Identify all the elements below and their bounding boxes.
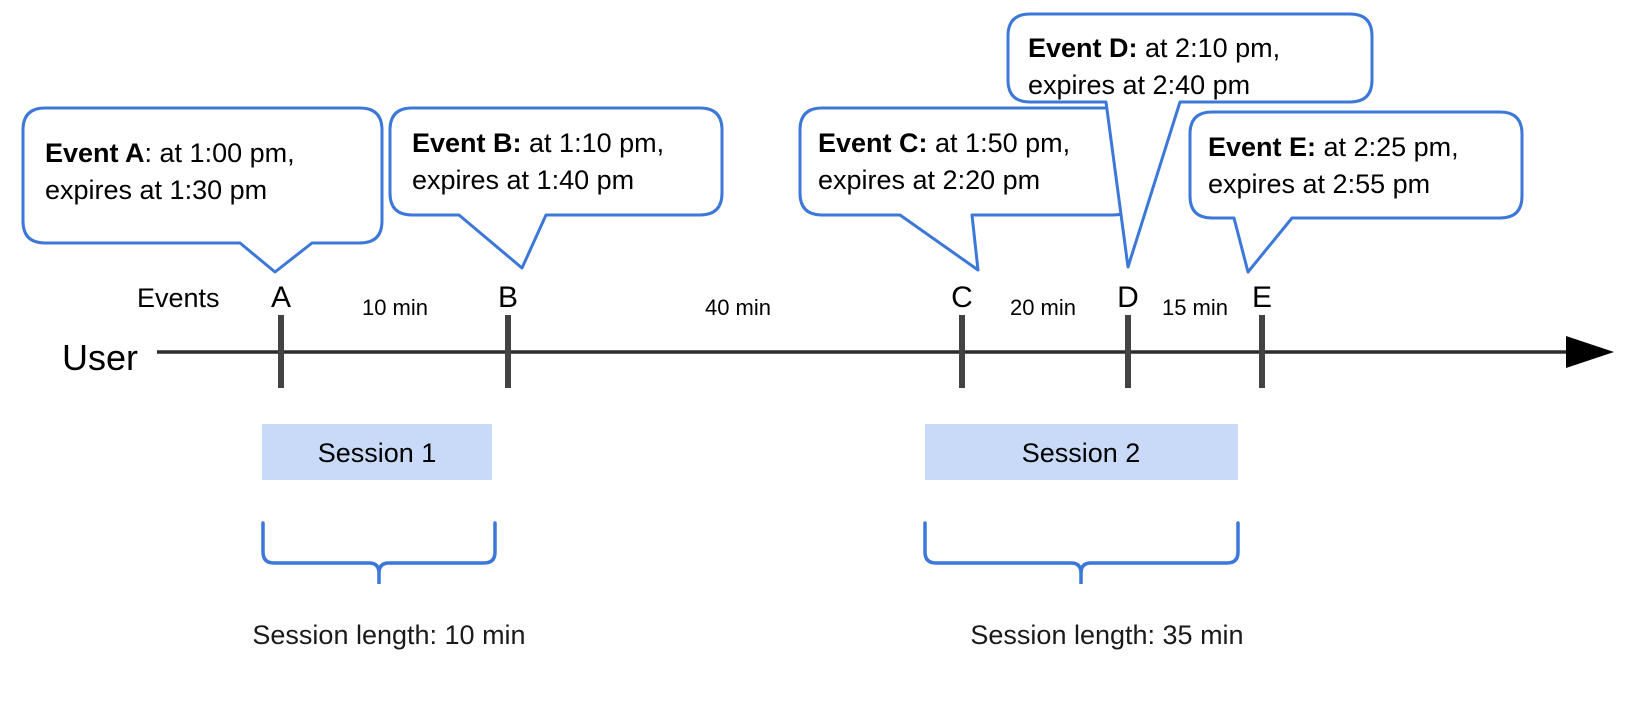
- session-1-brace: [261, 521, 497, 584]
- callout-event-b-line2: expires at 1:40 pm: [412, 165, 634, 195]
- callout-event-c-line1: Event C: at 1:50 pm,: [818, 128, 1070, 158]
- callout-event-a[interactable]: Event A: at 1:00 pm, expires at 1:30 pm: [21, 106, 384, 274]
- callout-event-e-line2: expires at 2:55 pm: [1208, 169, 1430, 199]
- gap-label-a-b: 10 min: [362, 295, 428, 320]
- session-2-box[interactable]: Session 2: [925, 424, 1238, 480]
- user-axis-label: User: [62, 337, 138, 378]
- timeline-arrow-head: [1566, 336, 1614, 368]
- session-2-length-label: Session length: 35 min: [970, 620, 1243, 650]
- session-2-brace: [923, 521, 1240, 584]
- events-row-label: Events: [137, 283, 220, 313]
- tick-letter-d: D: [1117, 281, 1139, 314]
- callout-event-c[interactable]: Event C: at 1:50 pm, expires at 2:20 pm: [798, 106, 1137, 272]
- tick-letter-c: C: [951, 281, 973, 314]
- gap-label-b-c: 40 min: [705, 295, 771, 320]
- gap-label-c-d: 20 min: [1010, 295, 1076, 320]
- callout-event-b-shape: [388, 106, 724, 270]
- callout-event-b-line1: Event B: at 1:10 pm,: [412, 128, 664, 158]
- callout-event-e-shape: [1188, 110, 1524, 274]
- callout-event-d[interactable]: Event D: at 2:10 pm, expires at 2:40 pm: [1006, 12, 1374, 269]
- callout-event-c-line2: expires at 2:20 pm: [818, 165, 1040, 195]
- timeline-axis: [157, 336, 1614, 368]
- callout-event-d-shape: [1006, 12, 1374, 269]
- session-2-rect: [925, 424, 1238, 480]
- gap-label-d-e: 15 min: [1162, 295, 1228, 320]
- callout-event-d-line1: Event D: at 2:10 pm,: [1028, 33, 1280, 63]
- session-1-rect: [262, 424, 492, 480]
- tick-letter-b: B: [498, 281, 518, 314]
- callout-event-d-line2: expires at 2:40 pm: [1028, 70, 1250, 100]
- callout-event-a-line1: Event A: at 1:00 pm,: [45, 138, 295, 168]
- callout-event-e-line1: Event E: at 2:25 pm,: [1208, 132, 1459, 162]
- session-1-label: Session 1: [318, 438, 437, 468]
- tick-letter-a: A: [271, 281, 291, 314]
- timeline-ticks: [278, 315, 1265, 388]
- callout-event-b[interactable]: Event B: at 1:10 pm, expires at 1:40 pm: [388, 106, 724, 270]
- callout-event-e[interactable]: Event E: at 2:25 pm, expires at 2:55 pm: [1188, 110, 1524, 274]
- session-1-length-label: Session length: 10 min: [252, 620, 525, 650]
- tick-letter-e: E: [1252, 281, 1272, 314]
- session-1-box[interactable]: Session 1: [262, 424, 492, 480]
- callout-event-a-shape: [21, 106, 384, 274]
- session-2-label: Session 2: [1022, 438, 1141, 468]
- callout-event-a-line2: expires at 1:30 pm: [45, 175, 267, 205]
